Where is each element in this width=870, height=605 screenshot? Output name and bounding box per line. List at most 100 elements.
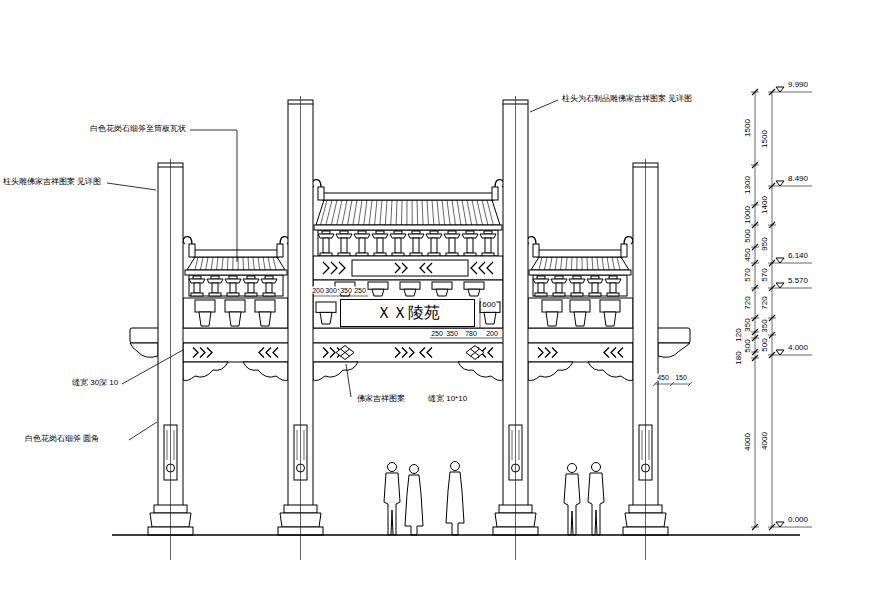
chevron-carving bbox=[427, 348, 432, 358]
dimension-tick bbox=[769, 352, 775, 358]
dimension-text: 120 bbox=[735, 328, 743, 341]
dimension-text: 1300 bbox=[744, 176, 752, 194]
dimension-text: 300 bbox=[324, 287, 338, 294]
dougong-bracket bbox=[263, 293, 275, 296]
ground-line bbox=[112, 534, 800, 536]
dimension-tick bbox=[752, 202, 758, 208]
dimension-tick bbox=[752, 89, 758, 95]
chevron-carving bbox=[200, 348, 205, 358]
chevron-carving bbox=[207, 348, 212, 358]
elevation-mark: 9.990 bbox=[788, 81, 808, 89]
dimension-text: 1000 bbox=[744, 206, 752, 224]
carved-block bbox=[432, 282, 452, 289]
dougong-bracket bbox=[191, 293, 203, 296]
dimension-text: 350 bbox=[445, 330, 459, 337]
dougong-bracket bbox=[395, 238, 401, 253]
dimension-text: 200 bbox=[311, 287, 325, 294]
chevron-carving bbox=[266, 348, 271, 358]
dimension-tick bbox=[653, 382, 657, 386]
carved-block bbox=[604, 312, 616, 326]
elevation-line bbox=[776, 92, 812, 93]
chevron-carving bbox=[427, 263, 432, 273]
roof-tile bbox=[375, 200, 377, 225]
cloud-bracket bbox=[313, 362, 358, 381]
person-figure bbox=[410, 465, 419, 474]
chevron-carving bbox=[259, 348, 264, 358]
roof-tile bbox=[369, 200, 372, 225]
elevation-symbol bbox=[776, 283, 784, 288]
roof-tile bbox=[617, 257, 620, 270]
dougong-bracket bbox=[413, 238, 419, 253]
person-figure bbox=[568, 464, 577, 473]
dimension-text: 1500 bbox=[761, 130, 769, 148]
dimension-tick bbox=[769, 222, 775, 228]
dimension-tick bbox=[670, 382, 674, 386]
dimension-tick bbox=[769, 285, 775, 291]
dougong-bracket bbox=[610, 283, 616, 293]
chevron-carving bbox=[323, 262, 329, 274]
dimension-tick bbox=[752, 329, 758, 335]
chevron-carving bbox=[273, 348, 278, 358]
upper-beam-panel bbox=[352, 260, 468, 276]
dimension-text: 780 bbox=[464, 330, 478, 337]
roof-tile bbox=[612, 257, 615, 270]
carved-block bbox=[320, 312, 332, 324]
chevron-carving bbox=[611, 348, 616, 358]
carved-panel bbox=[519, 430, 520, 460]
roof-tile bbox=[385, 200, 387, 225]
elevation-line bbox=[776, 186, 812, 187]
dougong-bracket bbox=[194, 283, 200, 293]
roof-tile bbox=[467, 200, 472, 225]
side-frieze bbox=[528, 298, 633, 328]
roof-tile bbox=[268, 257, 271, 270]
carved-block bbox=[570, 300, 590, 312]
chevron-carving bbox=[618, 348, 623, 358]
dougong-bracket bbox=[467, 238, 473, 253]
roof-tile bbox=[227, 257, 229, 270]
roof-tile bbox=[331, 200, 337, 225]
beam-end bbox=[130, 343, 158, 357]
roof-tile bbox=[544, 257, 547, 270]
elevation-symbol bbox=[776, 258, 784, 263]
person-figure bbox=[564, 474, 580, 535]
roof-tile bbox=[412, 200, 413, 225]
elevation-symbol bbox=[776, 350, 784, 355]
carved-block bbox=[199, 312, 211, 326]
carved-block bbox=[400, 282, 420, 289]
dougong-bracket bbox=[607, 293, 619, 296]
dimension-text: 500 bbox=[744, 339, 752, 352]
dougong-bracket bbox=[538, 283, 544, 293]
carved-block bbox=[259, 312, 271, 326]
carved-panel bbox=[174, 430, 175, 460]
dougong-bracket bbox=[444, 234, 460, 238]
carved-panel bbox=[642, 430, 643, 460]
roof-tile bbox=[248, 257, 250, 270]
signboard-text: ＸＸ陵苑 bbox=[376, 303, 440, 324]
carved-block bbox=[372, 289, 384, 296]
carved-block bbox=[229, 312, 241, 326]
dimension-text: 350 bbox=[744, 318, 752, 331]
chevron-carving bbox=[479, 262, 485, 274]
tiled-roof bbox=[316, 200, 500, 225]
roof-tile bbox=[477, 200, 483, 225]
axis-line bbox=[515, 96, 516, 560]
chevron-carving bbox=[395, 348, 400, 358]
dougong-bracket bbox=[354, 234, 370, 238]
archway-group bbox=[112, 87, 800, 535]
elevation-symbol bbox=[776, 181, 784, 186]
roof-tile bbox=[401, 200, 402, 225]
chevron-carving bbox=[330, 348, 335, 358]
dimension-text: 180 bbox=[735, 351, 743, 364]
elevation-line bbox=[776, 527, 812, 528]
chevron-carving bbox=[420, 348, 425, 358]
roof-tile bbox=[321, 200, 327, 225]
dimension-tick bbox=[769, 89, 775, 95]
dougong-bracket bbox=[390, 234, 406, 238]
chevron-carving bbox=[538, 348, 543, 358]
ridge-ornament bbox=[492, 187, 498, 200]
person-figure bbox=[388, 463, 397, 472]
roof-tile bbox=[482, 200, 488, 225]
person-figure bbox=[446, 472, 464, 535]
roof-tile bbox=[566, 257, 567, 270]
callout-note: 缝宽 30深 10 bbox=[72, 379, 118, 387]
